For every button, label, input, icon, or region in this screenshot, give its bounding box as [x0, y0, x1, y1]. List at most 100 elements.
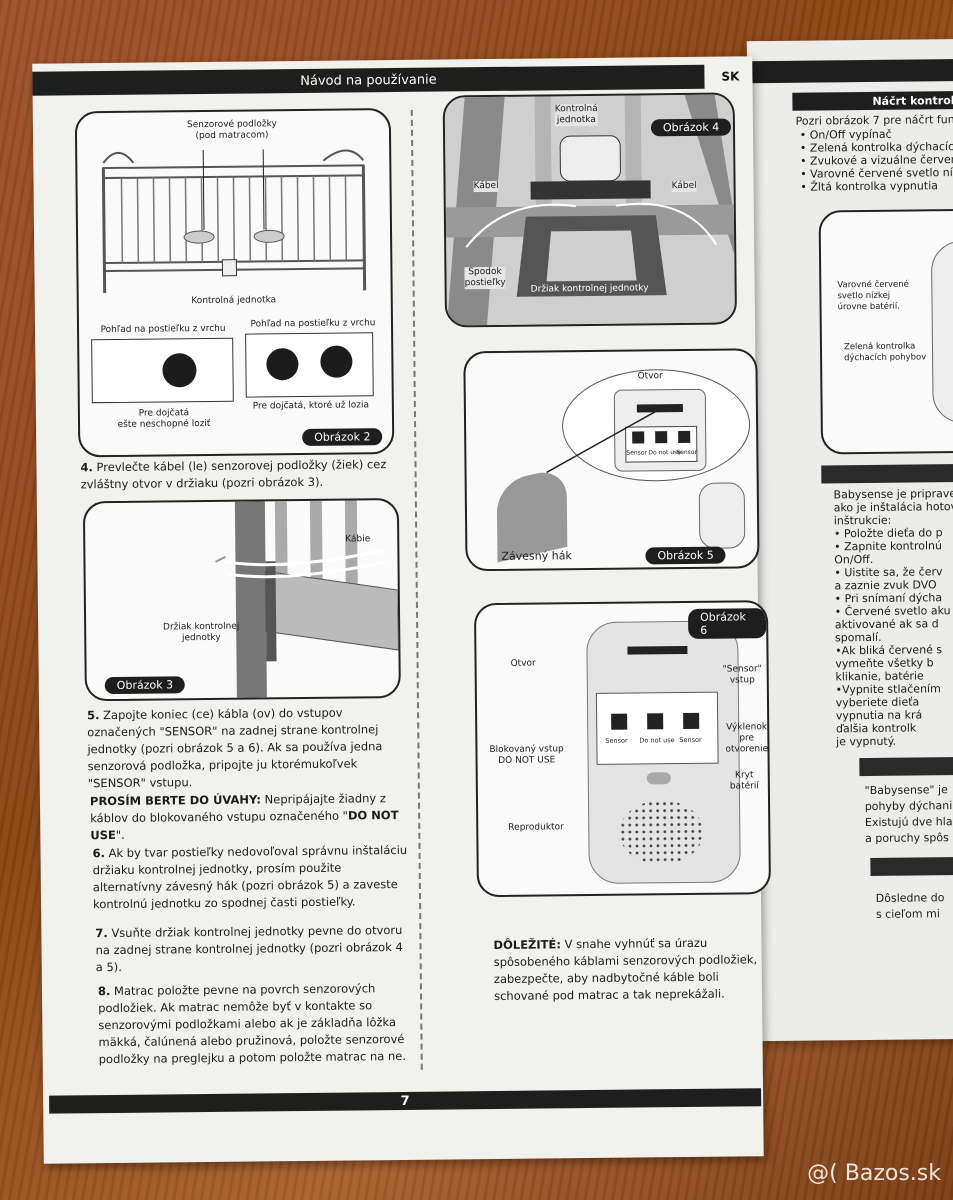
right-text-line: "Babysense" je	[864, 783, 948, 798]
right-section-bar-3	[870, 856, 953, 876]
label-sensor-pads: Senzorové podložky (pod matracom)	[186, 119, 277, 142]
right-text-line: • Uistite sa, že červ	[834, 565, 943, 580]
sensor-pad	[320, 345, 353, 378]
step-5: 5. Zapojte koniec (ce) kábla (ov) do vst…	[87, 704, 404, 792]
right-text-line: vymeňte všetky b	[835, 656, 934, 671]
step-6-number: 6.	[92, 846, 105, 861]
manual-page: Návod na používanie SK Senzorové podložk…	[32, 56, 771, 1164]
right-text-line: Babysense je priprave	[833, 487, 953, 502]
opening-notch	[646, 772, 671, 785]
label-control-unit-4: Kontrolná jednotka	[554, 103, 598, 127]
port-label: Sensor	[605, 736, 628, 745]
page-number: 7	[400, 1093, 410, 1109]
ports-panel-6: Sensor Do not use Sensor	[595, 691, 719, 765]
step-5-number: 5.	[87, 708, 100, 723]
label-speaker: Reproduktor	[508, 822, 564, 833]
step-6: 6. Ak by tvar postieľky nedovoľoval sprá…	[92, 842, 409, 913]
label-top-view-left: Pohľad na postieľku z vrchu	[100, 323, 226, 336]
hook-pointer-line	[546, 410, 657, 474]
right-text-line: Dôsledne do	[875, 891, 945, 905]
small-unit	[698, 482, 746, 549]
sensor-port	[683, 712, 700, 730]
opening-slot	[627, 645, 688, 655]
right-text-line: aktivované ak sa d	[834, 617, 939, 632]
blocked-port	[647, 713, 664, 730]
right-text-line: vypnutia na krá	[835, 708, 923, 723]
label-sensor-input: "Sensor" vstup	[722, 664, 762, 686]
right-page: Náčrt kontrol Pozri obrázok 7 pre náčrt …	[746, 38, 953, 1042]
step-8-number: 8.	[97, 984, 111, 999]
figure-5-label: Obrázok 5	[645, 546, 726, 565]
right-section-bar-2	[859, 756, 953, 777]
page-footer: 7	[49, 1088, 762, 1114]
label-notch: Výklenok pre otvorenie	[725, 722, 769, 755]
speaker-grille	[619, 799, 704, 865]
page-header: Návod na používanie	[32, 64, 705, 96]
notice: PROSÍM BERTE DO ÚVAHY: Nepripájajte žiad…	[90, 790, 407, 844]
caption-non-crawling: Pre dojčatá ešte neschopné loziť	[117, 408, 211, 430]
right-bullet: • Žltá kontrolka vypnutia	[800, 179, 939, 194]
right-text-line: • Zapnite kontrolnú	[834, 539, 942, 554]
label-cable-right: Kábel	[671, 180, 697, 193]
right-text-line: a zaznie zvuk DVO	[834, 578, 937, 593]
port-label: Sensor	[679, 735, 702, 745]
right-text-line: • Červené svetlo aku	[834, 604, 951, 619]
figure-2-label: Obrázok 2	[302, 428, 383, 446]
top-view-single-pad	[91, 337, 234, 404]
figure-4: Kontrolná jednotka Kábel Kábel Spodok po…	[442, 92, 738, 328]
figure-2: Senzorové podložky (pod matracom)	[74, 108, 395, 458]
callout-battery-light: Varovné červené svetlo nízkej úrovne bat…	[837, 279, 909, 313]
right-text-line: On/Off.	[834, 552, 874, 567]
right-text-line: s cieľom mi	[875, 907, 940, 921]
important-note: DÔLEŽITÉ: V snahe vyhnúť sa úrazu spôsob…	[493, 934, 766, 1005]
right-text-line: klikanie, batérie	[835, 669, 924, 684]
figure-4-label: Obrázok 4	[650, 118, 732, 137]
label-opening-6: Otvor	[510, 658, 536, 669]
page-header-title: Návod na používanie	[300, 72, 437, 89]
right-text-line: spomalí.	[834, 630, 882, 645]
step-4-number: 4.	[80, 460, 93, 475]
figure-6-label: Obrázok 6	[688, 608, 767, 639]
important-title: DÔLEŽITÉ:	[493, 937, 562, 953]
label-holder: Držiak kontrolnej jednotky	[162, 621, 240, 644]
step-5-text: Zapojte koniec (ce) kábla (ov) do vstupo…	[87, 705, 383, 791]
notice-title: PROSÍM BERTE DO ÚVAHY:	[89, 792, 262, 809]
sensor-pad	[162, 353, 197, 388]
right-text-line: inštrukcie:	[833, 513, 892, 528]
step-7-number: 7.	[95, 926, 108, 941]
label-cable-left: Kábel	[473, 180, 499, 193]
label-crib-bottom: Spodok postieľky	[464, 266, 506, 290]
right-text-line: pohyby dýchani	[864, 799, 953, 814]
step-8: 8. Matrac položte pevne na povrch senzor…	[98, 980, 415, 1068]
right-text-line: •Vypnite stlačením	[835, 682, 941, 697]
label-hook: Závesný hák	[501, 549, 572, 563]
figure-6: Sensor Do not use Sensor Otvor "Sensor" …	[473, 600, 771, 898]
step-7-text: Vsuňte držiak kontrolnej jednotky pevne …	[95, 922, 403, 975]
holder-illustration	[215, 500, 399, 698]
sensor-port	[611, 713, 628, 730]
label-battery-cover: Kryt batérií	[729, 770, 759, 792]
right-text-line: a poruchy spôs	[865, 831, 949, 846]
right-section-title: Náčrt kontrol	[792, 90, 953, 111]
caption-crawling: Pre dojčatá, ktoré už lozia	[252, 400, 370, 412]
figure-7: Varovné červené svetlo nízkej úrovne bat…	[818, 208, 953, 455]
right-text-line: ďalšia kontrolk	[835, 721, 917, 736]
crib-bottom-illustration	[444, 94, 736, 326]
right-text-line: Existujú dve hla	[864, 815, 953, 830]
right-text-line: je vypnutý.	[836, 734, 897, 749]
top-view-two-pads	[245, 332, 374, 398]
control-unit-back: Sensor Do not use Sensor	[586, 620, 741, 885]
callout-green-light: Zelená kontrolka dýchacích pohybov	[843, 341, 927, 364]
right-header-bar	[746, 58, 953, 84]
language-tag: SK	[721, 69, 740, 84]
right-text-line: ako je inštalácia hotov	[833, 500, 953, 515]
step-7: 7. Vsuňte držiak kontrolnej jednotky pev…	[95, 922, 412, 976]
control-unit-illustration	[930, 240, 953, 424]
label-control-unit: Kontrolná jednotka	[191, 295, 277, 307]
figure-3: Kábie Držiak kontrolnej jednotky Obrázok…	[82, 497, 401, 702]
watermark: @( Bazos.sk	[807, 1161, 941, 1186]
notice-end: ".	[115, 827, 125, 842]
step-4: 4. Prevlečte kábel (le) senzorovej podlo…	[80, 456, 390, 493]
step-4-text: Prevlečte kábel (le) senzorovej podložky…	[80, 457, 387, 492]
right-text-line: • Položte dieťa do p	[833, 526, 943, 541]
